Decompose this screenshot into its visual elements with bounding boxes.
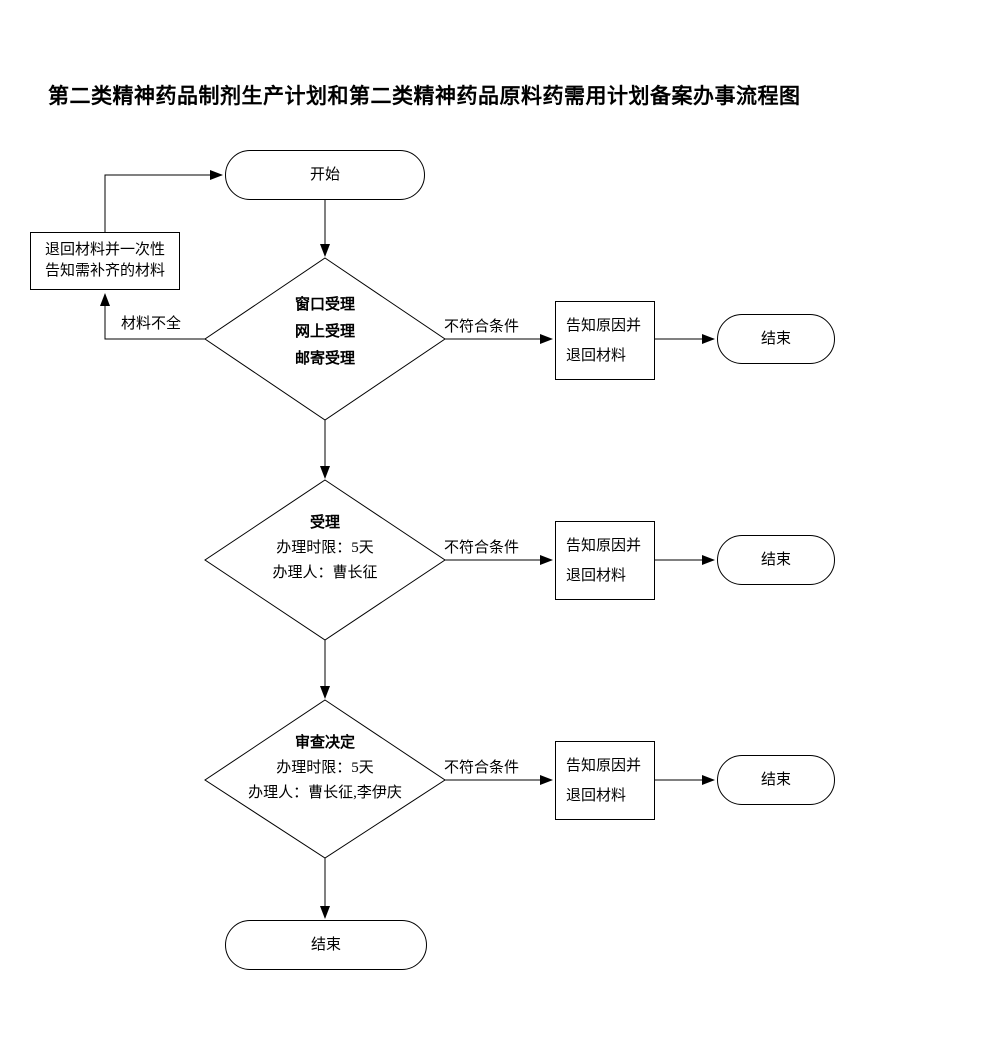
diamond-intake-shape bbox=[204, 257, 446, 421]
page-title: 第二类精神药品制剂生产计划和第二类精神药品原料药需用计划备案办事流程图 bbox=[48, 84, 801, 108]
notify-box2-line1: 告知原因并 bbox=[566, 537, 642, 554]
edge-label-not-qualified-3: 不符合条件 bbox=[444, 760, 520, 776]
notify-box1-line2: 退回材料 bbox=[566, 347, 627, 364]
diamond-accept-shape bbox=[204, 479, 446, 641]
edge-returnbox-to-start bbox=[104, 170, 223, 232]
diamond-intake-label: 窗口受理 网上受理 邮寄受理 bbox=[225, 292, 425, 373]
diamond-accept-line3: 办理人：曹长征 bbox=[272, 565, 378, 581]
notify-box3-line2: 退回材料 bbox=[566, 787, 627, 804]
notify-box3-line1: 告知原因并 bbox=[566, 757, 642, 774]
return-materials-line2: 告知需补齐的材料 bbox=[44, 263, 165, 279]
end-node3-label: 结束 bbox=[760, 771, 791, 788]
notify-return-box-2: 告知原因并 退回材料 bbox=[555, 521, 655, 600]
edge-label-incomplete-materials: 材料不全 bbox=[121, 316, 182, 332]
edge-label-not-qualified-1: 不符合条件 bbox=[444, 319, 520, 335]
diamond-intake-line3: 邮寄受理 bbox=[294, 351, 355, 367]
end-node-bottom-label: 结束 bbox=[310, 936, 341, 953]
diamond-intake-line1: 窗口受理 bbox=[294, 297, 355, 313]
end-node-bottom: 结束 bbox=[225, 920, 427, 970]
diamond-review-line3: 办理人：曹长征,李伊庆 bbox=[248, 785, 402, 801]
end-node-3: 结束 bbox=[717, 755, 835, 805]
start-node: 开始 bbox=[225, 150, 425, 200]
return-materials-box: 退回材料并一次性 告知需补齐的材料 bbox=[30, 232, 180, 290]
diamond-accept-title: 受理 bbox=[309, 515, 340, 531]
edge-label-not-qualified-2: 不符合条件 bbox=[444, 540, 520, 556]
notify-return-box-1: 告知原因并 退回材料 bbox=[555, 301, 655, 380]
notify-box1-line1: 告知原因并 bbox=[566, 317, 642, 334]
diamond-accept-label: 受理 办理时限：5天 办理人：曹长征 bbox=[225, 511, 425, 586]
diamond-intake-line2: 网上受理 bbox=[294, 324, 355, 340]
end-node2-label: 结束 bbox=[760, 551, 791, 568]
diamond-review-label: 审查决定 办理时限：5天 办理人：曹长征,李伊庆 bbox=[215, 731, 435, 806]
start-node-label: 开始 bbox=[309, 166, 340, 183]
notify-return-box-3: 告知原因并 退回材料 bbox=[555, 741, 655, 820]
diamond-review-shape bbox=[204, 699, 446, 859]
diamond-accept-line2: 办理时限：5天 bbox=[276, 540, 374, 556]
diamond-review-title: 审查决定 bbox=[294, 735, 355, 751]
notify-box2-line2: 退回材料 bbox=[566, 567, 627, 584]
end-node-2: 结束 bbox=[717, 535, 835, 585]
diamond-review-line2: 办理时限：5天 bbox=[276, 760, 374, 776]
return-materials-line1: 退回材料并一次性 bbox=[44, 242, 165, 258]
edge-intake-to-returnbox bbox=[100, 293, 205, 340]
end-node1-label: 结束 bbox=[760, 330, 791, 347]
end-node-1: 结束 bbox=[717, 314, 835, 364]
